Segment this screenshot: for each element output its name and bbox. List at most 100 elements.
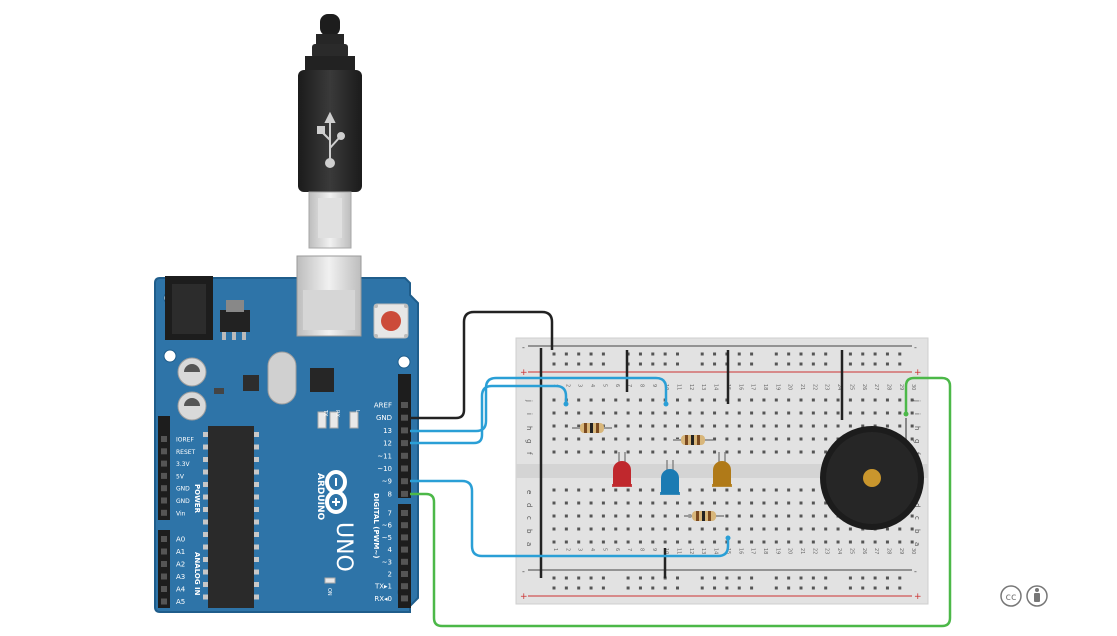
power-pin[interactable] bbox=[161, 448, 167, 455]
blue-pin12-wire[interactable] bbox=[410, 384, 568, 445]
digital-pin[interactable] bbox=[401, 427, 408, 434]
digital-pin[interactable] bbox=[401, 465, 408, 472]
column-number: 28 bbox=[885, 384, 891, 390]
digital-pin[interactable] bbox=[401, 490, 408, 497]
green-pin8-wire[interactable] bbox=[410, 376, 952, 628]
yellow-led[interactable] bbox=[712, 452, 732, 487]
column-number: 13 bbox=[700, 384, 706, 390]
digital-pin-header[interactable] bbox=[398, 374, 411, 608]
blue-led[interactable] bbox=[660, 460, 680, 495]
power-pin-label: 3.3V bbox=[176, 461, 191, 468]
row-letter: c bbox=[525, 516, 533, 520]
digital-pin[interactable] bbox=[401, 583, 408, 590]
digital-pin[interactable] bbox=[401, 402, 408, 408]
analog-pin-label: A3 bbox=[176, 573, 185, 581]
digital-pin-label: 8 bbox=[388, 490, 392, 498]
svg-text:cc: cc bbox=[1006, 592, 1017, 603]
rail-minus-label: - bbox=[522, 343, 525, 352]
digital-pin-label: ~5 bbox=[382, 534, 392, 542]
atmega-microcontroller bbox=[203, 426, 259, 608]
analog-pin-label: A4 bbox=[176, 586, 186, 594]
black-gnd-wire[interactable] bbox=[410, 310, 554, 420]
attribution-icon bbox=[1026, 585, 1048, 607]
column-number: 24 bbox=[836, 548, 842, 554]
column-number: 14 bbox=[713, 384, 719, 390]
resistor[interactable] bbox=[572, 423, 612, 433]
power-pin-header[interactable] bbox=[158, 416, 170, 520]
analog-header-label: ANALOG IN bbox=[193, 552, 201, 596]
column-number: 21 bbox=[799, 548, 805, 554]
row-letter: d bbox=[913, 503, 921, 507]
column-number: 18 bbox=[762, 548, 768, 554]
analog-pin-label: A0 bbox=[176, 536, 185, 544]
digital-pin[interactable] bbox=[401, 452, 408, 459]
digital-pin[interactable] bbox=[401, 510, 408, 516]
row-letter: b bbox=[913, 529, 921, 534]
power-pin-label: GND bbox=[176, 486, 190, 493]
rail-minus-label-bottom-right: - bbox=[914, 567, 917, 576]
digital-header-label: DIGITAL (PWM~) bbox=[372, 493, 380, 558]
red-led[interactable] bbox=[612, 452, 632, 487]
power-pin[interactable] bbox=[161, 460, 167, 467]
digital-pin[interactable] bbox=[401, 478, 408, 485]
analog-pin[interactable] bbox=[161, 548, 167, 555]
column-number: 30 bbox=[910, 548, 916, 554]
resistor[interactable] bbox=[673, 435, 713, 445]
power-header-label: POWER bbox=[193, 484, 201, 514]
column-number: 27 bbox=[873, 384, 879, 390]
power-pin[interactable] bbox=[161, 485, 167, 492]
column-number: 26 bbox=[861, 548, 867, 554]
column-number: 22 bbox=[811, 548, 817, 554]
crystal-oscillator bbox=[267, 351, 297, 405]
column-number: 7 bbox=[626, 548, 632, 551]
analog-pin[interactable] bbox=[161, 598, 167, 605]
column-number: 16 bbox=[737, 384, 743, 390]
digital-pin[interactable] bbox=[401, 571, 408, 577]
reset-button[interactable] bbox=[373, 303, 409, 339]
digital-pin[interactable] bbox=[401, 414, 408, 421]
analog-pin[interactable] bbox=[161, 573, 167, 580]
piezo-buzzer[interactable] bbox=[820, 418, 924, 530]
digital-pin-label: TX▸1 bbox=[374, 583, 392, 591]
rx-label: RX bbox=[334, 410, 340, 417]
column-number: 9 bbox=[651, 548, 657, 551]
column-number: 24 bbox=[836, 384, 842, 390]
analog-pin[interactable] bbox=[161, 586, 167, 592]
capacitor bbox=[177, 357, 207, 387]
row-letter: h bbox=[525, 426, 533, 430]
row-letter: c bbox=[913, 516, 921, 520]
column-number: 7 bbox=[626, 384, 632, 387]
power-pin[interactable] bbox=[161, 472, 167, 479]
column-number: 25 bbox=[848, 548, 854, 554]
digital-pin-label: ~10 bbox=[377, 465, 392, 473]
row-letter: e bbox=[525, 490, 533, 494]
digital-pin[interactable] bbox=[401, 522, 408, 529]
column-number: 16 bbox=[737, 548, 743, 554]
row-letter: j bbox=[913, 399, 921, 402]
arduino-uno-board[interactable]: TX RX L ARDUINO UNO DIGITAL (PWM~) POWER… bbox=[154, 255, 419, 613]
power-pin[interactable] bbox=[161, 436, 167, 442]
power-pin-label: 5V bbox=[176, 473, 185, 480]
digital-pin[interactable] bbox=[401, 534, 408, 541]
digital-pin[interactable] bbox=[401, 558, 408, 565]
blue-pin9-wire[interactable] bbox=[410, 479, 730, 558]
resistor[interactable] bbox=[684, 511, 724, 521]
row-letter: j bbox=[525, 399, 533, 402]
digital-pin[interactable] bbox=[401, 440, 408, 447]
power-pin[interactable] bbox=[161, 509, 167, 516]
analog-pin[interactable] bbox=[161, 561, 167, 567]
digital-pin[interactable] bbox=[401, 595, 408, 602]
column-number: 25 bbox=[848, 384, 854, 390]
on-label: ON bbox=[326, 588, 332, 596]
row-letter: i bbox=[525, 413, 533, 415]
column-number: 20 bbox=[787, 548, 793, 554]
digital-pin-label: ~11 bbox=[377, 452, 392, 460]
analog-pin[interactable] bbox=[161, 536, 167, 542]
column-number: 2 bbox=[564, 548, 570, 551]
analog-pin-header[interactable] bbox=[158, 530, 170, 608]
usb-cable[interactable] bbox=[298, 14, 362, 249]
power-pin[interactable] bbox=[161, 497, 167, 504]
digital-pin[interactable] bbox=[401, 546, 408, 553]
